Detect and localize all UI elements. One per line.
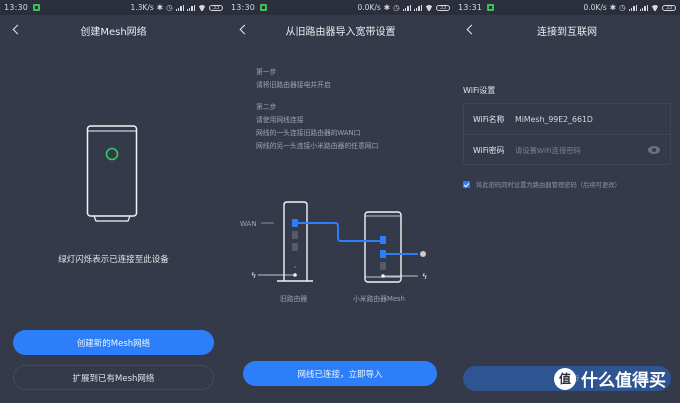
wifi-password-row: WiFi密码: [464, 135, 670, 166]
import-now-button[interactable]: 网线已连接，立即导入: [243, 361, 437, 386]
svg-text:小米路由器Mesh: 小米路由器Mesh: [353, 294, 405, 303]
network-speed: 0.0K/s: [357, 3, 381, 12]
back-icon[interactable]: [464, 22, 478, 38]
svg-text:旧路由器: 旧路由器: [280, 294, 307, 303]
step1-title: 第一步: [256, 68, 277, 76]
back-icon[interactable]: [237, 22, 251, 38]
alarm-icon: ◷: [619, 3, 626, 12]
show-password-eye-icon[interactable]: [648, 146, 660, 154]
battery-icon: 33: [436, 4, 450, 11]
page-title: 创建Mesh网络: [80, 26, 147, 38]
back-icon[interactable]: [10, 22, 24, 38]
notification-icon: [487, 4, 495, 11]
battery-icon: 33: [662, 4, 676, 11]
notification-icon: [33, 4, 41, 11]
battery-icon: 33: [209, 4, 223, 11]
wifi-section-label: WiFi设置: [463, 86, 496, 95]
bluetooth-icon: ✱: [609, 3, 617, 12]
step2-title: 第二步: [256, 103, 277, 111]
watermark-text: 什么值得买: [581, 371, 666, 391]
checkbox-label: 将此密码同时设置为路由器管理密码（后续可更改）: [476, 182, 621, 189]
bluetooth-icon: ✱: [156, 3, 164, 12]
wifi-password-label: WiFi密码: [473, 146, 505, 155]
app-header: 从旧路由器导入宽带设置: [227, 15, 454, 45]
watermark-logo-icon: 值: [554, 367, 576, 390]
alarm-icon: ◷: [166, 3, 173, 12]
create-new-mesh-button[interactable]: 创建新的Mesh网络: [13, 330, 214, 355]
notification-icon: [260, 4, 268, 11]
step1-line: 请将旧路由器接电并开启: [256, 81, 331, 89]
extend-existing-mesh-button[interactable]: 扩展到已有Mesh网络: [13, 365, 214, 390]
cable-connection-diagram: WAN ϟ 旧路由器 ϟ 小米路由器Mesh: [240, 201, 427, 303]
admin-password-option: 将此密码同时设置为路由器管理密码（后续可更改）: [463, 180, 621, 189]
wifi-name-value[interactable]: MiMesh_99E2_661D: [515, 114, 593, 124]
instructions: 第一步 请将旧路由器接电并开启 第二步 请使用网线连接 网线的一头连接旧路由器的…: [256, 66, 378, 153]
status-time: 13:30: [231, 3, 256, 12]
svg-text:ϟ: ϟ: [251, 271, 256, 280]
page-title: 连接到互联网: [537, 26, 597, 38]
network-speed: 1.3K/s: [130, 3, 154, 12]
signal-icon-2: [186, 4, 195, 11]
import-broadband-screen: 13:30 0.0K/s ✱ ◷ 33 从旧路由器导入宽带设置 第一步 请将旧路…: [227, 0, 454, 403]
wifi-password-input[interactable]: [515, 146, 645, 155]
signal-icon: [175, 4, 184, 11]
bluetooth-icon: ✱: [383, 3, 391, 12]
wifi-icon: [651, 5, 659, 11]
network-speed: 0.0K/s: [583, 3, 607, 12]
status-bar: 13:30 0.0K/s ✱ ◷ 33: [227, 0, 454, 15]
app-header: 连接到互联网: [454, 15, 680, 45]
signal-icon-2: [639, 4, 648, 11]
watermark: 值 什么值得买: [554, 366, 666, 391]
app-header: 创建Mesh网络: [0, 15, 227, 45]
same-password-checkbox[interactable]: [463, 181, 470, 188]
page-title: 从旧路由器导入宽带设置: [285, 26, 396, 38]
signal-icon: [628, 4, 637, 11]
step2-line: 网线的另一头连接小米路由器的任意网口: [256, 142, 379, 150]
status-bar: 13:30 1.3K/s ✱ ◷ 33: [0, 0, 227, 15]
wifi-name-row: WiFi名称 MiMesh_99E2_661D: [464, 104, 670, 135]
wifi-icon: [425, 5, 433, 11]
step2-line: 请使用网线连接: [256, 116, 304, 124]
connect-internet-screen: 13:31 0.0K/s ✱ ◷ 33 连接到互联网 WiFi设置 WiFi名称…: [454, 0, 680, 403]
led-indicator: [105, 147, 119, 161]
wifi-name-label: WiFi名称: [473, 114, 505, 124]
status-time: 13:31: [458, 3, 483, 12]
led-hint-text: 绿灯闪烁表示已连接至此设备: [58, 255, 169, 265]
create-mesh-screen: 13:30 1.3K/s ✱ ◷ 33 创建Mesh网络 绿灯闪烁表示已连接至此…: [0, 0, 227, 403]
step2-line: 网线的一头连接旧路由器的WAN口: [256, 129, 361, 137]
svg-text:ϟ: ϟ: [422, 272, 427, 281]
wifi-icon: [198, 5, 206, 11]
alarm-icon: ◷: [393, 3, 400, 12]
mesh-router-illustration: [86, 125, 138, 222]
status-time: 13:30: [4, 3, 29, 12]
svg-text:WAN: WAN: [240, 220, 257, 228]
status-bar: 13:31 0.0K/s ✱ ◷ 33: [454, 0, 680, 15]
signal-icon: [402, 4, 411, 11]
signal-icon-2: [413, 4, 422, 11]
wifi-settings-card: WiFi名称 MiMesh_99E2_661D WiFi密码: [463, 103, 671, 165]
